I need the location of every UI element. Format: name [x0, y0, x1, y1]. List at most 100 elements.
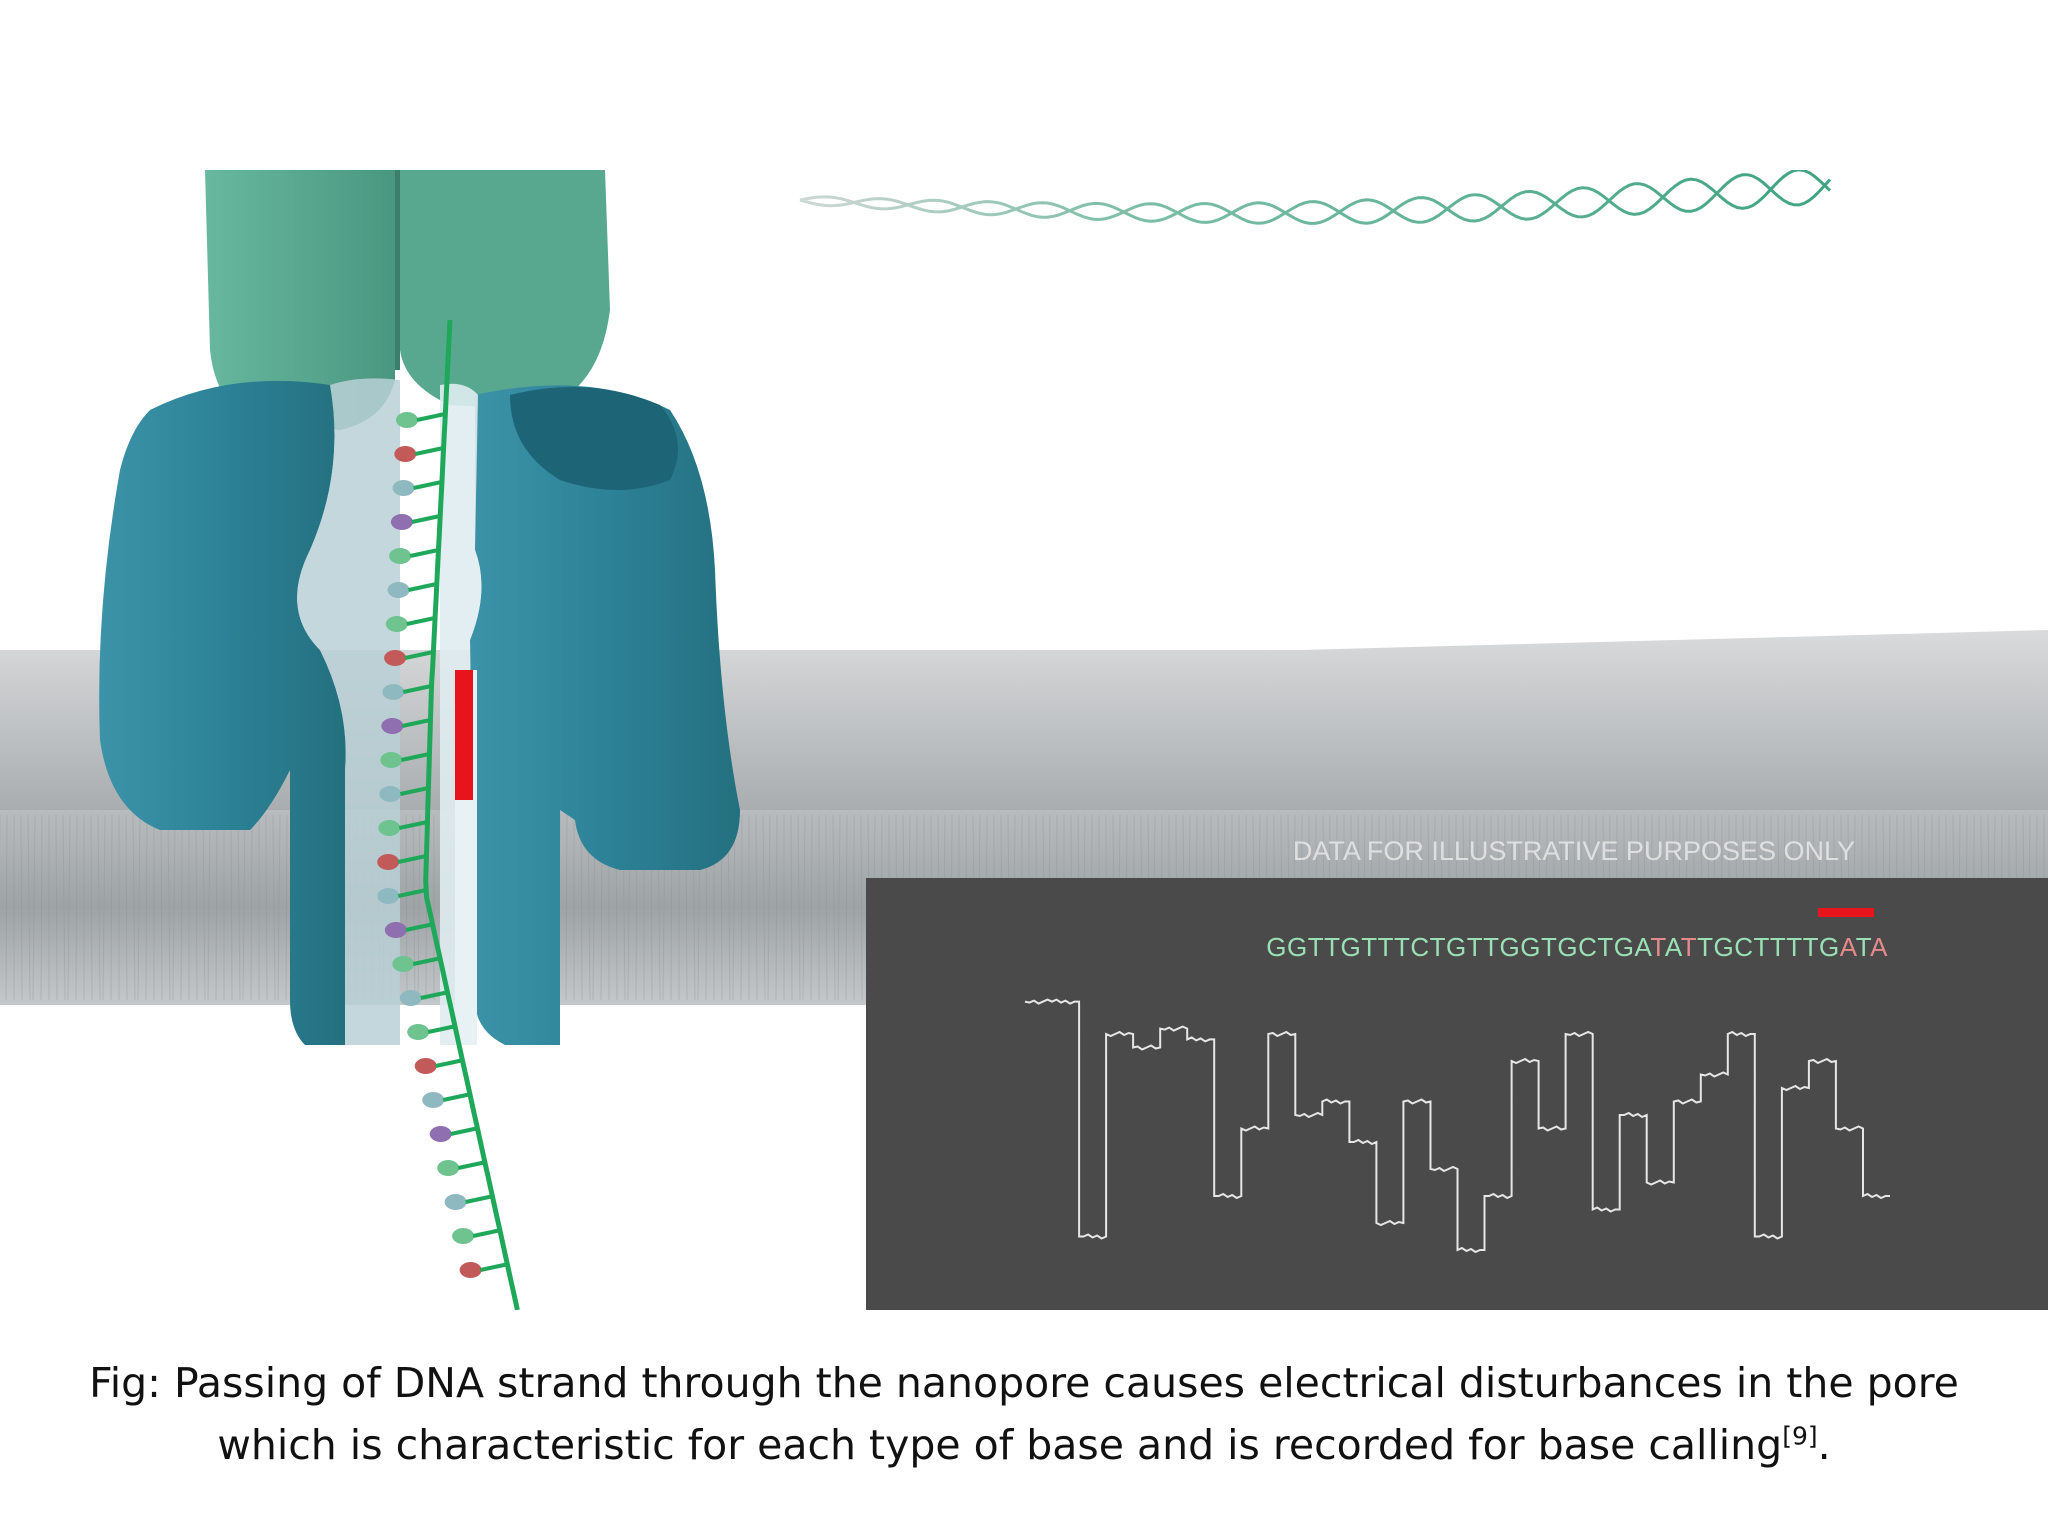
- membrane-texture-line: [825, 814, 828, 1001]
- membrane-texture-line: [207, 814, 211, 1001]
- figure-caption: Fig: Passing of DNA strand through the n…: [0, 1352, 2048, 1476]
- nucleotide-base: [384, 650, 407, 666]
- membrane-texture-line: [565, 814, 568, 1001]
- sequence-segment: A: [1840, 932, 1858, 962]
- membrane-texture-line: [762, 814, 766, 1001]
- membrane-texture-line: [790, 814, 793, 1001]
- membrane-texture-line: [242, 814, 246, 1001]
- sequence-segment: GGTTGTTTCTGTTGGTGCTGA: [1266, 932, 1652, 962]
- membrane-texture-line: [62, 814, 66, 1001]
- nucleotide-base: [378, 820, 401, 836]
- membrane-texture-line: [767, 814, 771, 1001]
- membrane-texture-line: [195, 814, 198, 1001]
- membrane-texture-line: [237, 814, 241, 1001]
- nanopore-figure: DATA FOR ILLUSTRATIVE PURPOSES ONLY GGTT…: [0, 170, 2048, 1310]
- base-link: [420, 990, 450, 1000]
- base-link: [397, 888, 427, 898]
- membrane-texture-line: [145, 814, 148, 1001]
- membrane-texture-line: [250, 814, 253, 1001]
- membrane-texture-line: [797, 814, 801, 1001]
- membrane-texture-line: [180, 814, 183, 1001]
- base-link: [472, 1228, 502, 1238]
- base-link: [416, 412, 446, 422]
- nucleotide-base: [396, 412, 418, 428]
- caption-line-1: Fig: Passing of DNA strand through the n…: [89, 1359, 1959, 1407]
- membrane-texture-line: [417, 814, 421, 1001]
- base-link: [435, 1058, 465, 1068]
- membrane-texture-line: [802, 814, 806, 1001]
- membrane-texture-line: [172, 814, 176, 1001]
- nucleotide-base: [437, 1160, 460, 1176]
- membrane-texture-line: [202, 814, 206, 1001]
- sequence-segment: A: [1870, 932, 1888, 962]
- nucleotide-base: [377, 854, 400, 870]
- caption-line-2: which is characteristic for each type of…: [0, 1414, 2048, 1476]
- membrane-texture-line: [102, 814, 106, 1001]
- nucleotide-base: [384, 922, 407, 938]
- nucleotide-base: [382, 684, 405, 700]
- membrane-texture-line: [732, 814, 736, 1001]
- base-sequence: GGTTGTTTCTGTTGGTGCTGATATTGCTTTTGATA: [1266, 932, 1888, 962]
- nucleotide-base: [390, 514, 413, 530]
- base-link: [413, 480, 443, 490]
- nucleotide-base: [389, 548, 412, 564]
- membrane-texture-line: [132, 814, 136, 1001]
- base-link: [414, 446, 444, 456]
- dna-double-helix: [799, 170, 1832, 225]
- panel-highlight-bar: [1818, 908, 1874, 917]
- nucleotide-base: [385, 616, 408, 632]
- membrane-texture-line: [55, 814, 58, 1001]
- base-link: [465, 1194, 495, 1204]
- membrane-texture-line: [27, 814, 31, 1001]
- base-link: [404, 650, 434, 660]
- base-link: [411, 514, 441, 524]
- nucleotide-base: [459, 1262, 482, 1278]
- membrane-texture-line: [110, 814, 113, 1001]
- sequence-segment: T: [1856, 932, 1872, 962]
- base-link: [457, 1160, 487, 1170]
- nanopore: [99, 378, 740, 1046]
- membrane-texture-line: [160, 814, 163, 1001]
- base-link: [405, 922, 435, 932]
- current-signal-trace: [1024, 998, 1890, 1254]
- base-link: [412, 956, 442, 966]
- membrane-texture-line: [215, 814, 218, 1001]
- base-link: [400, 752, 430, 762]
- base-link: [399, 786, 429, 796]
- nucleotide-base: [377, 888, 400, 904]
- sequence-segment: T: [1681, 932, 1697, 962]
- reading-marker: [455, 670, 473, 800]
- base-link: [397, 854, 427, 864]
- nucleotide-base: [422, 1092, 445, 1108]
- membrane-texture-line: [860, 814, 863, 1001]
- nucleotide-base: [392, 480, 415, 496]
- membrane-texture-line: [580, 814, 583, 1001]
- membrane-texture-line: [285, 814, 288, 1001]
- membrane-texture-line: [740, 814, 743, 1001]
- membrane-texture-line: [277, 814, 281, 1001]
- caption-period: .: [1817, 1421, 1831, 1469]
- membrane-texture-line: [32, 814, 36, 1001]
- nucleotide-base: [414, 1058, 437, 1074]
- disclaimer-text: DATA FOR ILLUSTRATIVE PURPOSES ONLY: [1293, 836, 1855, 866]
- membrane-texture-line: [837, 814, 841, 1001]
- base-link: [406, 616, 436, 626]
- sequence-segment: TGCTTTTG: [1697, 932, 1840, 962]
- membrane-texture-line: [755, 814, 758, 1001]
- base-link: [427, 1024, 457, 1034]
- base-link: [450, 1126, 480, 1136]
- membrane-texture-line: [832, 814, 836, 1001]
- dna-single-strand: [377, 319, 520, 1310]
- nucleotide-base: [380, 752, 403, 768]
- base-link: [408, 582, 437, 592]
- membrane-texture-line: [20, 814, 23, 1001]
- nucleotide-base: [392, 956, 415, 972]
- nucleotide-base: [429, 1126, 452, 1142]
- base-link: [409, 548, 439, 558]
- membrane-texture-line: [412, 814, 416, 1001]
- membrane-texture-line: [125, 814, 128, 1001]
- membrane-texture-line: [90, 814, 93, 1001]
- sequence-segment: A: [1665, 932, 1683, 962]
- membrane-texture-line: [845, 814, 848, 1001]
- signal-panel: GGTTGTTTCTGTTGGTGCTGATATTGCTTTTGATA: [866, 878, 2048, 1310]
